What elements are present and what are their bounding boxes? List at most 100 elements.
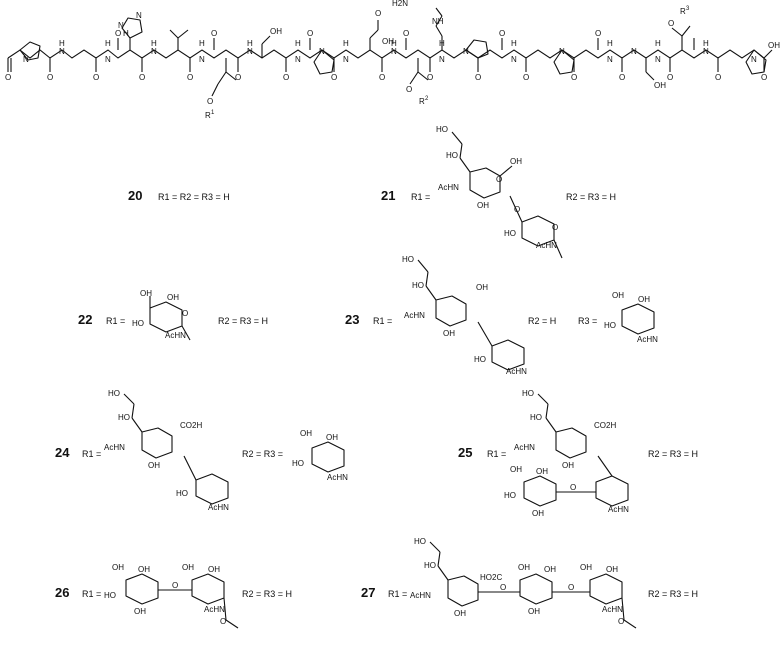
r1-sup: 1 bbox=[211, 110, 215, 116]
sia27-ho2c: HO2C bbox=[480, 573, 502, 582]
backbone-n-6: N bbox=[295, 55, 301, 64]
compound-id-23: 23 bbox=[345, 312, 359, 327]
arg-nh: NH bbox=[432, 17, 444, 26]
backbone-h-2: H bbox=[151, 39, 157, 48]
galnac22-achn: AcHN bbox=[165, 331, 186, 340]
galnac27-oh2: OH bbox=[606, 565, 618, 574]
carbonyl-o-down-11: O bbox=[571, 73, 577, 82]
sialic-acid-27: HO HO2C HO AcHN OH bbox=[410, 537, 502, 618]
gal26-o-link: O bbox=[172, 581, 178, 590]
backbone-n-13: N bbox=[559, 47, 565, 56]
gal-25: OH OH HO OH bbox=[504, 465, 557, 518]
r2-sup: 2 bbox=[425, 96, 429, 102]
galnac25-achn: AcHN bbox=[608, 505, 629, 514]
backbone-n-16: N bbox=[655, 55, 661, 64]
backbone-n-8: N bbox=[343, 55, 349, 64]
r3: R bbox=[680, 7, 686, 16]
sia24-achn: AcHN bbox=[104, 443, 125, 452]
sia21-oh-acid: OH bbox=[510, 157, 522, 166]
galnac-25: O AcHN bbox=[556, 455, 629, 514]
backbone-n-1: N bbox=[59, 47, 65, 56]
sia25-achn: AcHN bbox=[514, 443, 535, 452]
carbonyl-o-down-9: O bbox=[475, 73, 481, 82]
galnac24b-ho: HO bbox=[292, 459, 304, 468]
galnac24-ho: HO bbox=[176, 489, 188, 498]
galnac24b-achn: AcHN bbox=[327, 473, 348, 482]
asp-oh: OH bbox=[382, 37, 394, 46]
compound-27: 27 R1 = R2 = R3 = H HO HO2C HO AcHN OH O… bbox=[361, 537, 698, 629]
carbonyl-o-down-5: O bbox=[283, 73, 289, 82]
gal25-oh1: OH bbox=[510, 465, 522, 474]
galnac23b-achn: AcHN bbox=[637, 335, 658, 344]
compound-25: 25 R1 = R2 = R3 = H HO CO2H HO AcHN OH O… bbox=[458, 389, 698, 518]
backbone-n-12: N bbox=[511, 55, 517, 64]
backbone-n-7: N bbox=[319, 47, 325, 56]
backbone-h-8: H bbox=[439, 39, 445, 48]
sia21-ho: HO bbox=[446, 151, 458, 160]
backbone-n-10: N bbox=[439, 55, 445, 64]
galnac-22: OH OH HO AcHN O bbox=[132, 289, 191, 341]
his-nh: N bbox=[118, 21, 124, 30]
galnac21-o: O bbox=[552, 223, 558, 232]
carbonyl-o-down-8: O bbox=[427, 73, 433, 82]
gal27-o-link: O bbox=[500, 583, 506, 592]
galnac24b-oh2: OH bbox=[326, 433, 338, 442]
carbonyl-o-down-4: O bbox=[235, 73, 241, 82]
galnac23b-ho: HO bbox=[604, 321, 616, 330]
peptide-atom-labels: O N N H O R 1 OH OH O O R 2 H2N NH O R 3… bbox=[5, 0, 780, 120]
galnac22-oh2: OH bbox=[167, 293, 179, 302]
compound-22-r1-label: R1 = bbox=[106, 316, 125, 326]
carbonyl-o-down-3: O bbox=[187, 73, 193, 82]
compound-24-r1-label: R1 = bbox=[82, 449, 101, 459]
carbonyl-o-down-12: O bbox=[619, 73, 625, 82]
galnac23-ho: HO bbox=[474, 355, 486, 364]
gal25-oh2: OH bbox=[536, 467, 548, 476]
gal-27: O OH OH OH bbox=[478, 563, 556, 616]
gal26-oh1: OH bbox=[112, 563, 124, 572]
sialic-acid-23: HO OH HO AcHN OH bbox=[402, 255, 488, 338]
gal-26: OH OH HO OH bbox=[104, 563, 159, 616]
backbone-n-17: N bbox=[703, 47, 709, 56]
backbone-n-18: N bbox=[751, 55, 757, 64]
gal27-oh1: OH bbox=[518, 563, 530, 572]
galnac23b-oh1: OH bbox=[612, 291, 624, 300]
compound-20-r-text: R1 = R2 = R3 = H bbox=[158, 192, 230, 202]
carbonyl-o-down-7: O bbox=[379, 73, 385, 82]
o-r3: O bbox=[668, 19, 674, 28]
compound-23-r3-label: R3 = bbox=[578, 316, 597, 326]
backbone-n-5: N bbox=[247, 47, 253, 56]
compound-26-rest-label: R2 = R3 = H bbox=[242, 589, 292, 599]
sia21-achn: AcHN bbox=[438, 183, 459, 192]
galnac27-achn: AcHN bbox=[602, 605, 623, 614]
carbonyl-o-up-5: O bbox=[595, 29, 601, 38]
gal25-o-link: O bbox=[570, 483, 576, 492]
compound-22-rest-label: R2 = R3 = H bbox=[218, 316, 268, 326]
compound-25-r1-label: R1 = bbox=[487, 449, 506, 459]
sia27-ho-top: HO bbox=[414, 537, 426, 546]
galnac21-achn: AcHN bbox=[536, 241, 557, 250]
carbonyl-o-down-14: O bbox=[715, 73, 721, 82]
galnac22-oh1: OH bbox=[140, 289, 152, 298]
galnac22-ho: HO bbox=[132, 319, 144, 328]
compound-23-r1-label: R1 = bbox=[373, 316, 392, 326]
compound-id-21: 21 bbox=[381, 188, 395, 203]
gal26-oh3: OH bbox=[134, 607, 146, 616]
backbone-h-9: H bbox=[511, 39, 517, 48]
backbone-h-11: H bbox=[655, 39, 661, 48]
carbonyl-o-down-10: O bbox=[523, 73, 529, 82]
galnac-23-r3: OH OH HO AcHN bbox=[604, 291, 658, 344]
carbonyl-o-up-4: O bbox=[499, 29, 505, 38]
galnac27-o: O bbox=[618, 617, 624, 626]
galnac-21: O HO AcHN O bbox=[504, 195, 563, 259]
sialic-acid-24: HO CO2H HO AcHN OH bbox=[104, 389, 202, 470]
compound-id-25: 25 bbox=[458, 445, 472, 460]
sialic-acid-25: HO CO2H HO AcHN OH bbox=[514, 389, 616, 470]
compound-26: 26 R1 = R2 = R3 = H OH OH HO OH O OH OH … bbox=[55, 563, 292, 629]
backbone-h-7: H bbox=[391, 39, 397, 48]
compound-21: 21 R1 = R2 = R3 = H OH HO HO AcHN OH O O… bbox=[381, 125, 616, 259]
o-r1: O bbox=[207, 97, 213, 106]
gal25-ho: HO bbox=[504, 491, 516, 500]
compound-24: 24 R1 = R2 = R3 = HO CO2H HO AcHN OH HO … bbox=[55, 389, 348, 512]
galnac27-o-link: O bbox=[568, 583, 574, 592]
